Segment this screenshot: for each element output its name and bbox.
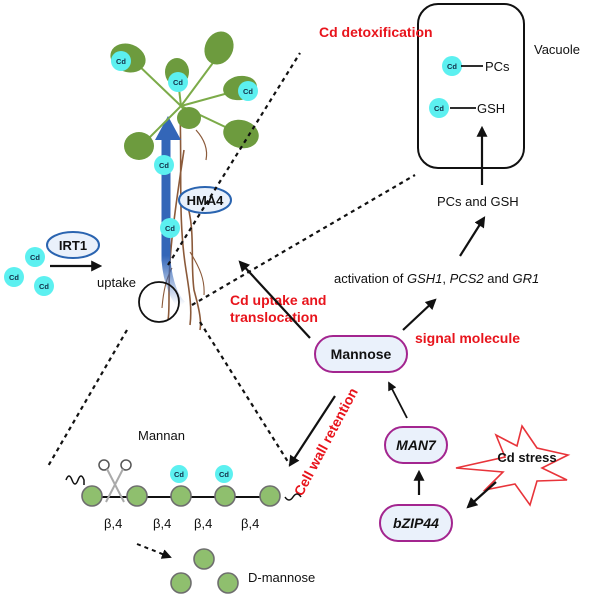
man7-node[interactable]: MAN7 bbox=[384, 426, 448, 464]
mannose-unit bbox=[170, 485, 192, 507]
svg-text:Cd: Cd bbox=[447, 62, 457, 71]
svg-text:Cd stress: Cd stress bbox=[497, 450, 556, 465]
signal-molecule-label: signal molecule bbox=[415, 330, 520, 346]
uptake-translocation-label-2: translocation bbox=[230, 309, 318, 325]
hydrolysis-arrow bbox=[136, 543, 172, 559]
svg-text:Cd: Cd bbox=[30, 253, 40, 262]
arrow-mannose-to-cell-wall bbox=[288, 395, 336, 467]
svg-text:Cd: Cd bbox=[219, 470, 229, 479]
mannan-label: Mannan bbox=[138, 428, 185, 443]
svg-text:Cd: Cd bbox=[173, 78, 183, 87]
cell-wall-retention-label: Cell wall retention bbox=[291, 385, 361, 498]
cd-ion: Cd bbox=[34, 276, 54, 296]
cd-ion: Cd bbox=[154, 155, 174, 175]
mannan-chain: Cd Cd bbox=[65, 465, 302, 507]
cd-pcs-complex: Cd PCs bbox=[442, 56, 510, 76]
svg-text:Cd: Cd bbox=[39, 282, 49, 291]
zoom-lines bbox=[46, 52, 416, 469]
svg-text:GSH: GSH bbox=[477, 101, 505, 116]
translocation-arrow bbox=[155, 116, 186, 309]
cd-ions-soil: Cd Cd Cd bbox=[4, 247, 54, 296]
cd-ion: Cd bbox=[170, 465, 188, 483]
svg-text:Cd: Cd bbox=[174, 470, 184, 479]
svg-text:β,4: β,4 bbox=[194, 516, 212, 531]
svg-text:β,4: β,4 bbox=[153, 516, 171, 531]
cd-gsh-complex: Cd GSH bbox=[429, 98, 505, 118]
mannose-unit bbox=[81, 485, 103, 507]
svg-text:MAN7: MAN7 bbox=[396, 437, 437, 453]
mannose-unit bbox=[259, 485, 281, 507]
cd-stress-star[interactable]: Cd stress bbox=[455, 424, 571, 507]
cd-ion: Cd bbox=[238, 81, 258, 101]
svg-text:β,4: β,4 bbox=[241, 516, 259, 531]
svg-text:Cd: Cd bbox=[434, 104, 444, 113]
plant-leaves bbox=[110, 31, 259, 160]
arrow-man7-to-mannose bbox=[388, 381, 408, 419]
irt1-transporter: IRT1 bbox=[46, 231, 100, 259]
svg-text:IRT1: IRT1 bbox=[59, 238, 87, 253]
cd-ion: Cd bbox=[160, 218, 180, 238]
arrow-stress-to-bzip44 bbox=[466, 481, 497, 509]
scissors-icon bbox=[98, 459, 132, 503]
vacuole: Vacuole Cd PCs Cd GSH bbox=[417, 3, 580, 169]
svg-text:Cd: Cd bbox=[165, 224, 175, 233]
arrow-mannose-to-activation bbox=[402, 298, 437, 331]
svg-text:Cd: Cd bbox=[116, 57, 126, 66]
cd-ion: Cd bbox=[215, 465, 233, 483]
mannose-unit bbox=[126, 485, 148, 507]
svg-text:Cd: Cd bbox=[159, 161, 169, 170]
cd-ion: Cd bbox=[111, 51, 131, 71]
hma4-transporter: HMA4 bbox=[178, 186, 232, 214]
cd-ion: Cd bbox=[168, 72, 188, 92]
uptake-label: uptake bbox=[97, 275, 136, 290]
svg-text:Cd: Cd bbox=[9, 273, 19, 282]
arrow-to-pcs-gsh bbox=[459, 216, 486, 257]
cd-detoxification-label: Cd detoxification bbox=[319, 24, 433, 40]
vacuole-label: Vacuole bbox=[534, 42, 580, 57]
d-mannose-label: D-mannose bbox=[248, 570, 315, 585]
uptake-translocation-label: Cd uptake and bbox=[230, 292, 326, 308]
plant-roots bbox=[161, 111, 208, 331]
cd-ion: Cd bbox=[25, 247, 45, 267]
cd-ions-plant: Cd Cd Cd Cd Cd bbox=[111, 51, 258, 238]
root-zoom-circle bbox=[138, 281, 180, 323]
cd-ion: Cd bbox=[4, 267, 24, 287]
svg-text:bZIP44: bZIP44 bbox=[393, 515, 439, 531]
beta-linkages: β,4 β,4 β,4 β,4 bbox=[104, 516, 259, 531]
svg-text:HMA4: HMA4 bbox=[187, 193, 225, 208]
svg-text:Cd: Cd bbox=[243, 87, 253, 96]
d-mannose-units bbox=[170, 548, 239, 594]
arrow-mannose-to-plant bbox=[238, 260, 311, 339]
mannose-unit bbox=[214, 485, 236, 507]
gene-activation-label: activation of GSH1, PCS2 and GR1 bbox=[334, 271, 539, 286]
svg-text:PCs: PCs bbox=[485, 59, 510, 74]
svg-text:Mannose: Mannose bbox=[331, 346, 392, 362]
bzip44-node[interactable]: bZIP44 bbox=[379, 504, 453, 542]
svg-text:β,4: β,4 bbox=[104, 516, 122, 531]
pcs-and-gsh-label: PCs and GSH bbox=[437, 194, 519, 209]
mannose-node[interactable]: Mannose bbox=[314, 335, 408, 373]
